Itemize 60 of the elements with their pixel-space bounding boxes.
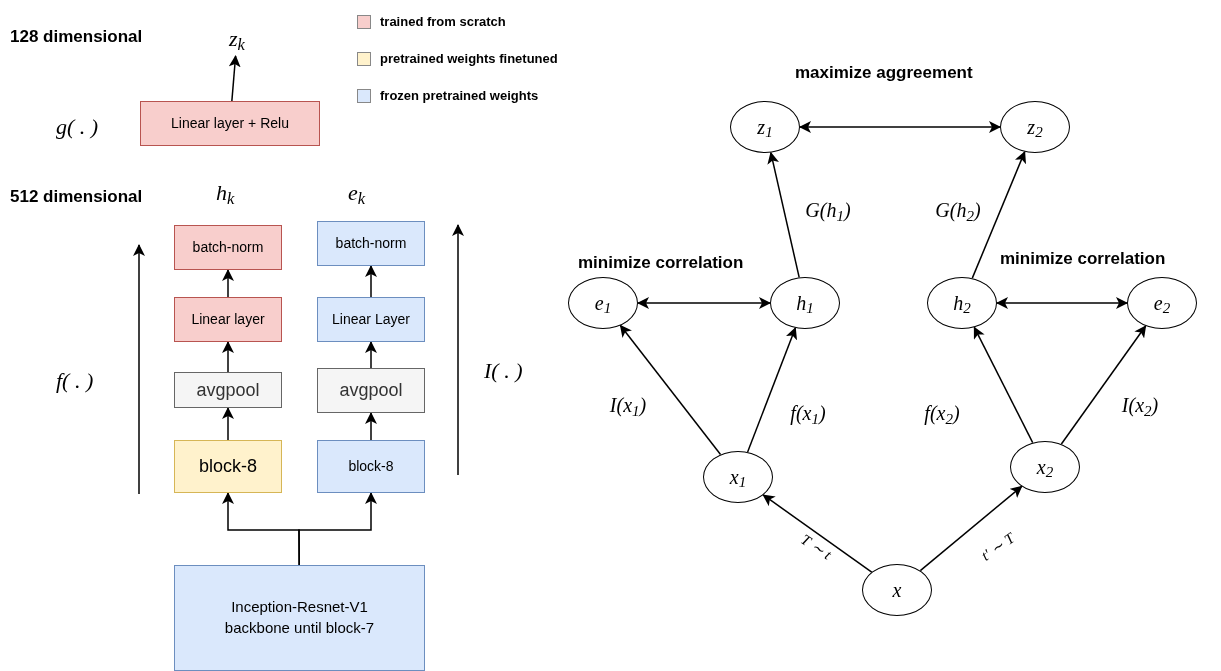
edge-label: G(h$_{1}$) <box>805 198 851 225</box>
layer-box: batch-norm <box>317 221 425 266</box>
function-label: g( . ) <box>56 113 99 141</box>
function-label: h$_{k}$ <box>216 179 235 209</box>
layer-box: Linear layer + Relu <box>140 101 320 146</box>
variable-ellipse: h$_{2}$ <box>927 277 997 329</box>
double-arrow <box>637 297 771 309</box>
legend-text: pretrained weights finetuned <box>380 50 558 68</box>
arrow <box>222 269 234 298</box>
edge-label: I(x$_{1}$) <box>609 393 647 420</box>
edge-label: f(x$_{2}$) <box>924 401 960 428</box>
arrow <box>971 150 1026 279</box>
edge-label: t′ ∼ T <box>977 528 1019 566</box>
layer-box: block-8 <box>317 440 425 493</box>
arrow <box>365 412 377 441</box>
edge-label: f(x$_{1}$) <box>790 401 826 428</box>
objective-label: minimize correlation <box>578 252 744 274</box>
arrow <box>762 494 873 573</box>
legend-text: frozen pretrained weights <box>380 87 539 105</box>
arrow <box>746 327 797 453</box>
function-label: I( . ) <box>484 357 523 385</box>
layer-box: batch-norm <box>174 225 282 270</box>
arrow <box>222 407 234 441</box>
double-arrow <box>799 121 1001 133</box>
dimension-label: 128 dimensional <box>10 26 143 48</box>
arrow <box>973 326 1034 444</box>
edge-label: G(h$_{2}$) <box>935 198 981 225</box>
legend-text: trained from scratch <box>380 13 506 31</box>
layer-box: avgpool <box>174 372 282 408</box>
variable-ellipse: x <box>862 564 932 616</box>
double-arrow <box>996 297 1128 309</box>
arrow <box>222 341 234 373</box>
arrow <box>365 341 377 369</box>
edge-label: T ∼ t <box>797 530 836 565</box>
variable-ellipse: x$_{2}$ <box>1010 441 1080 493</box>
arrow <box>619 324 722 456</box>
variable-ellipse: z$_{1}$ <box>730 101 800 153</box>
objective-label: maximize aggreement <box>795 62 973 84</box>
variable-ellipse: h$_{1}$ <box>770 277 840 329</box>
arrow <box>767 151 800 279</box>
arrow <box>365 265 377 298</box>
layer-box: block-8 <box>174 440 282 493</box>
variable-ellipse: z$_{2}$ <box>1000 101 1070 153</box>
layer-box: avgpool <box>317 368 425 413</box>
layer-box: Linear layer <box>174 297 282 342</box>
objective-label: minimize correlation <box>1000 248 1166 270</box>
edge-label: I(x$_{2}$) <box>1121 393 1159 420</box>
function-label: f( . ) <box>56 367 94 395</box>
variable-ellipse: e$_{1}$ <box>568 277 638 329</box>
arrow <box>919 485 1023 572</box>
variable-ellipse: x$_{1}$ <box>703 451 773 503</box>
layer-box: Inception-Resnet-V1 backbone until block-7 <box>174 565 425 671</box>
arrow <box>298 492 377 566</box>
dimension-label: 512 dimensional <box>10 186 143 208</box>
math-symbol: z$_{k}$ <box>215 22 259 56</box>
variable-ellipse: e$_{2}$ <box>1127 277 1197 329</box>
function-label: e$_{k}$ <box>348 179 366 209</box>
arrow <box>1060 325 1147 445</box>
arrow <box>228 55 241 102</box>
layer-box: Linear Layer <box>317 297 425 342</box>
